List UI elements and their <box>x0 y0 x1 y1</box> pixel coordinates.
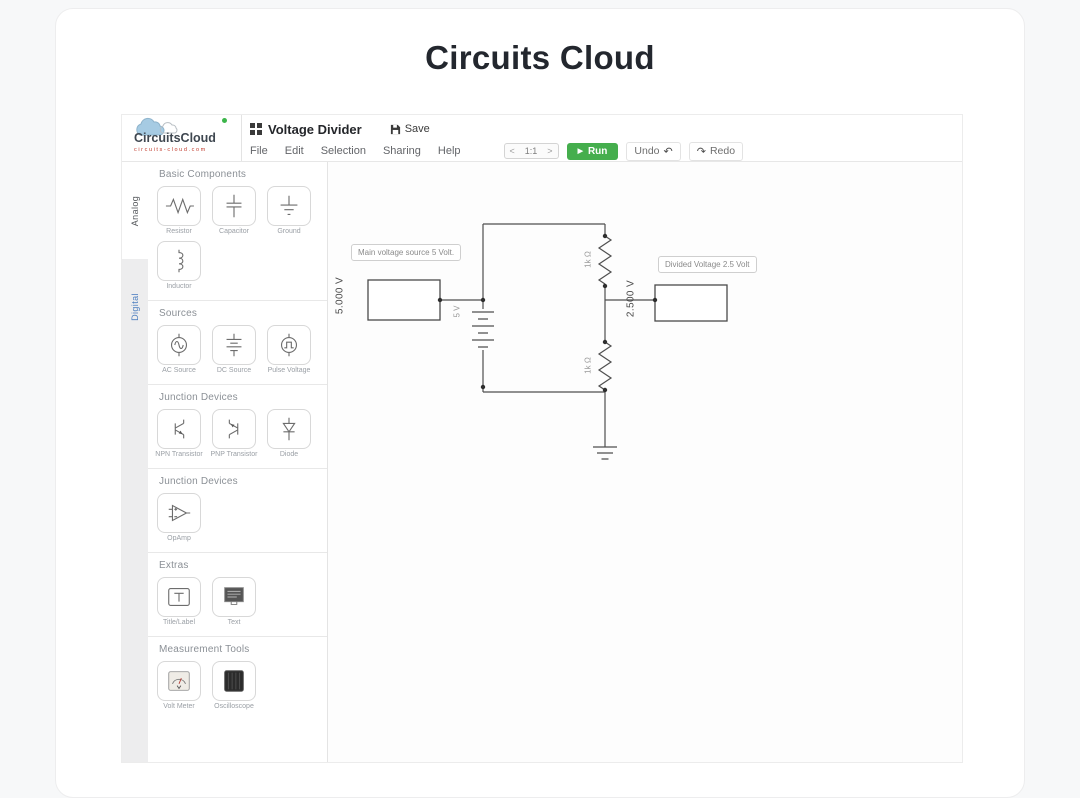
section-title: Extras <box>159 560 189 572</box>
tab-digital[interactable]: Digital <box>122 259 148 354</box>
annotation-main-source[interactable]: Main voltage source 5 Volt. <box>351 244 462 261</box>
diode-icon <box>267 409 311 450</box>
section-title: Measurement Tools <box>159 644 250 656</box>
volt-meter-icon <box>157 661 201 702</box>
play-icon: ▶ <box>577 148 583 155</box>
palette-section-junction-1: Junction Devices NPN Transistor <box>148 384 327 468</box>
undo-label: Undo <box>634 145 660 157</box>
status-dot <box>222 118 227 123</box>
battery-value-label: 5 V <box>452 305 462 318</box>
grid-icon[interactable] <box>250 123 262 135</box>
resistor-icon <box>157 186 201 226</box>
redo-label: Redo <box>709 145 736 157</box>
ground-icon <box>267 186 311 226</box>
ac-source-icon <box>157 325 201 366</box>
run-button[interactable]: ▶ Run <box>566 142 619 160</box>
palette-section-junction-2: Junction Devices OpAmp <box>148 468 327 552</box>
save-label: Save <box>404 123 430 135</box>
palette-item-opamp[interactable]: OpAmp <box>155 493 203 543</box>
circuits-cloud-app: CircuitsCloud circuits-cloud.com Voltage <box>121 114 963 763</box>
zoom-level: 1:1 <box>524 146 538 156</box>
cloud-logo-icon <box>136 117 178 136</box>
palette-item-ac-source[interactable]: AC Source <box>155 325 203 375</box>
menu-selection[interactable]: Selection <box>320 145 366 157</box>
section-title: Junction Devices <box>159 392 238 404</box>
resistor-r1-value-label: 1k Ω <box>583 251 593 268</box>
node-dots <box>437 233 658 393</box>
resistor-r1[interactable] <box>597 235 613 285</box>
redo-button[interactable]: ↷ Redo <box>688 141 744 161</box>
battery-dc-source[interactable] <box>472 311 494 348</box>
zoom-control: < 1:1 > <box>503 143 559 159</box>
palette-item-diode[interactable]: Diode <box>265 409 313 459</box>
menu-sharing[interactable]: Sharing <box>382 145 421 157</box>
tab-analog-label: Analog <box>130 195 140 226</box>
resistor-r2[interactable] <box>597 341 613 391</box>
palette-item-capacitor[interactable]: Capacitor <box>210 186 258 236</box>
menu-help[interactable]: Help <box>437 145 461 157</box>
wires <box>440 223 655 447</box>
palette-section-measurement: Measurement Tools Volt <box>148 636 327 720</box>
palette-section-basic: Basic Components Resistor <box>148 162 327 300</box>
pulse-voltage-icon <box>267 325 311 366</box>
palette-item-pnp-transistor[interactable]: PNP Transistor <box>210 409 258 459</box>
tab-analog[interactable]: Analog <box>122 162 148 259</box>
tab-digital-label: Digital <box>130 292 140 321</box>
pnp-transistor-icon <box>212 409 256 450</box>
page-title: Circuits Cloud <box>425 39 655 76</box>
project-title: Voltage Divider <box>268 121 362 137</box>
undo-button[interactable]: Undo ↶ <box>626 141 681 161</box>
palette-item-dc-source[interactable]: DC Source <box>210 325 258 375</box>
palette-section-extras: Extras Title/Label <box>148 552 327 636</box>
voltmeter-divided[interactable] <box>654 284 728 322</box>
brand-text: CircuitsCloud <box>134 131 216 145</box>
palette-item-volt-meter[interactable]: Volt Meter <box>155 661 203 711</box>
topbar: CircuitsCloud circuits-cloud.com Voltage <box>122 115 962 162</box>
palette-item-npn-transistor[interactable]: NPN Transistor <box>155 409 203 459</box>
palette-section-sources: Sources AC Source <box>148 300 327 384</box>
resistor-r2-value-label: 1k Ω <box>583 357 593 374</box>
palette-item-pulse-voltage[interactable]: Pulse Voltage <box>265 325 313 375</box>
title-label-icon <box>157 577 201 618</box>
oscilloscope-icon <box>212 661 256 702</box>
palette-item-resistor[interactable]: Resistor <box>155 186 203 236</box>
content-card: Circuits Cloud CircuitsCloud circuits-cl… <box>55 8 1025 798</box>
section-title: Sources <box>159 308 198 320</box>
side-tabstrip: Analog Digital <box>122 162 148 762</box>
palette-item-inductor[interactable]: Inductor <box>155 241 203 291</box>
menu-edit[interactable]: Edit <box>284 145 304 157</box>
component-palette: Basic Components Resistor <box>148 162 327 762</box>
menu-file[interactable]: File <box>250 145 268 157</box>
voltmeter-source-reading: 5.000 V <box>334 276 346 315</box>
opamp-icon <box>157 493 201 534</box>
zoom-in-button[interactable]: > <box>547 146 553 156</box>
dc-source-icon <box>212 325 256 366</box>
brand-tagline: circuits-cloud.com <box>134 147 207 153</box>
annotation-divided-voltage[interactable]: Divided Voltage 2.5 Volt <box>658 256 757 273</box>
topbar-main: Voltage Divider Save File Edit Selection <box>242 115 962 161</box>
save-icon <box>390 124 400 134</box>
voltmeter-divided-reading: 2.500 V <box>625 279 637 318</box>
capacitor-icon <box>212 186 256 226</box>
palette-item-ground[interactable]: Ground <box>265 186 313 236</box>
app-logo[interactable]: CircuitsCloud circuits-cloud.com <box>122 115 242 161</box>
run-label: Run <box>587 145 608 157</box>
section-title: Basic Components <box>159 169 247 180</box>
text-icon <box>212 577 256 618</box>
palette-item-oscilloscope[interactable]: Oscilloscope <box>210 661 258 711</box>
undo-icon: ↶ <box>663 145 673 158</box>
voltmeter-source[interactable] <box>367 279 441 321</box>
section-title: Junction Devices <box>159 476 238 488</box>
app-body: Analog Digital Basic Components <box>122 162 962 762</box>
inductor-icon <box>157 241 201 282</box>
ground-symbol[interactable] <box>593 446 617 460</box>
palette-item-text[interactable]: Text <box>210 577 258 627</box>
npn-transistor-icon <box>157 409 201 450</box>
redo-icon: ↷ <box>696 145 706 158</box>
save-button[interactable]: Save <box>390 123 430 135</box>
schematic-canvas[interactable]: Main voltage source 5 Volt. Divided Volt… <box>327 162 962 762</box>
zoom-out-button[interactable]: < <box>509 146 515 156</box>
palette-item-title-label[interactable]: Title/Label <box>155 577 203 627</box>
